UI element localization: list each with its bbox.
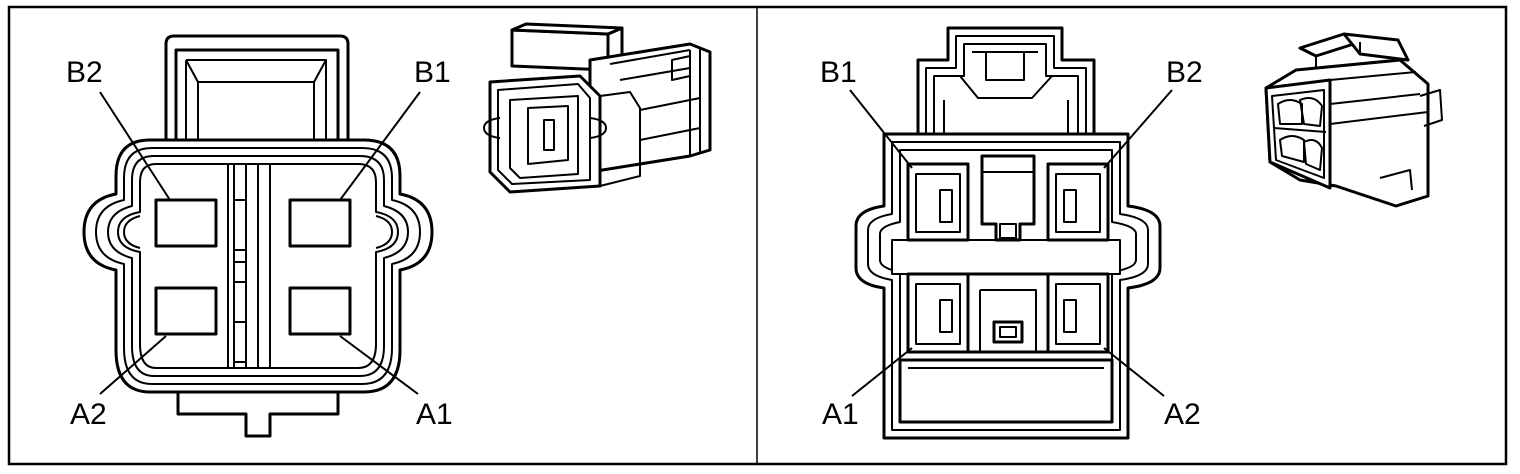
leader-b1-right bbox=[849, 89, 913, 169]
right-connector-face-view bbox=[849, 26, 1173, 440]
leader-b1 bbox=[339, 91, 421, 201]
right-connector-isometric-illustration bbox=[1264, 32, 1443, 208]
label-a1-left: A1 bbox=[416, 398, 453, 431]
label-a1-right: A1 bbox=[822, 398, 859, 431]
label-b1-right: B1 bbox=[820, 56, 857, 89]
cavity-a1 bbox=[288, 286, 352, 336]
leader-a2-right bbox=[1103, 347, 1165, 397]
label-b1-left: B1 bbox=[414, 56, 451, 89]
cavity-b2 bbox=[154, 198, 218, 248]
leader-b2-right bbox=[1103, 89, 1173, 169]
label-b2-right: B2 bbox=[1166, 56, 1203, 89]
leader-a1 bbox=[339, 335, 419, 395]
left-connector-face-view bbox=[82, 34, 434, 438]
leader-b2 bbox=[99, 91, 171, 201]
label-b2-left: B2 bbox=[66, 56, 103, 89]
left-connector-isometric-illustration bbox=[483, 22, 712, 194]
leader-a2 bbox=[99, 335, 167, 395]
cavity-a1-right bbox=[906, 272, 970, 354]
cavity-b1 bbox=[288, 198, 352, 248]
label-a2-right: A2 bbox=[1164, 398, 1201, 431]
cavity-a2 bbox=[154, 286, 218, 336]
label-a2-left: A2 bbox=[70, 398, 107, 431]
leader-a1-right bbox=[851, 347, 913, 397]
